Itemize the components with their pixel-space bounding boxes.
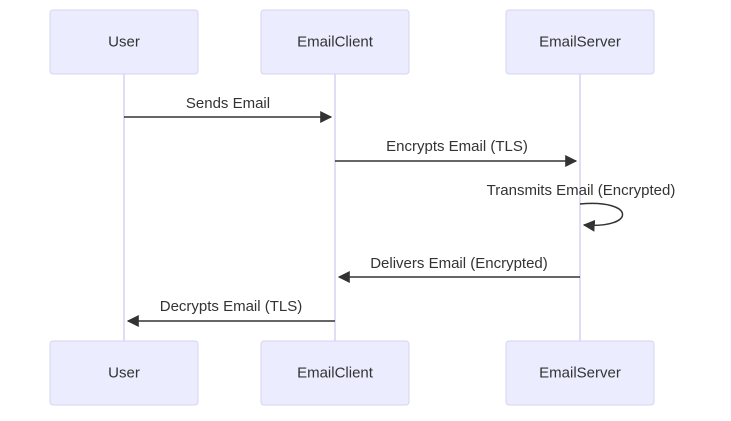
actor-email-server-bottom: EmailServer (505, 340, 655, 406)
actor-label: EmailClient (297, 34, 374, 51)
message-delivers-email: Delivers Email (Encrypted) (337, 255, 580, 283)
message-label: Sends Email (186, 95, 270, 112)
actor-user-bottom: User (49, 340, 199, 406)
actor-label: EmailClient (297, 365, 374, 382)
actor-label: User (108, 365, 140, 382)
message-label: Encrypts Email (TLS) (386, 138, 528, 155)
message-decrypts-email: Decrypts Email (TLS) (126, 298, 335, 327)
actor-email-client-top: EmailClient (260, 9, 410, 75)
actor-user-top: User (49, 9, 199, 75)
actor-label: EmailServer (539, 365, 621, 382)
message-label: Delivers Email (Encrypted) (370, 255, 548, 272)
actor-email-client-bottom: EmailClient (260, 340, 410, 406)
message-label: Decrypts Email (TLS) (160, 298, 303, 315)
self-message-arrow (579, 202, 624, 232)
actor-label: EmailServer (539, 34, 621, 51)
actor-label: User (108, 34, 140, 51)
message-encrypts-email: Encrypts Email (TLS) (335, 138, 578, 167)
actor-email-server-top: EmailServer (505, 9, 655, 75)
message-transmits-email: Transmits Email (Encrypted) (487, 182, 676, 232)
message-label: Transmits Email (Encrypted) (487, 182, 676, 199)
message-sends-email: Sends Email (124, 95, 333, 123)
